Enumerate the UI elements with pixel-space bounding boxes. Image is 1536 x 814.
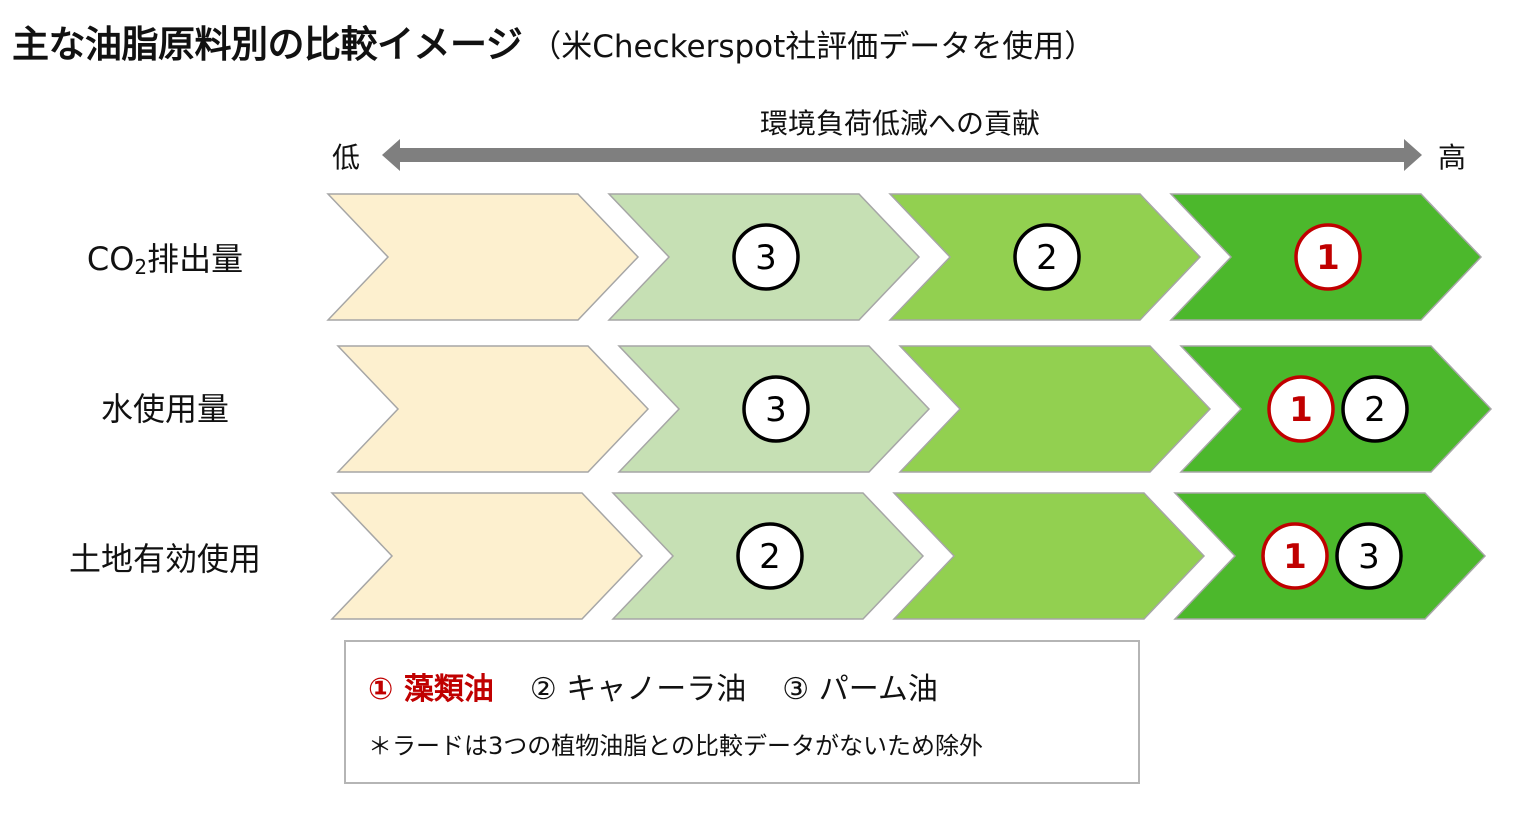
marker-label-land-2: 2 [759,537,781,577]
marker-label-water-2: 2 [1364,390,1386,430]
marker-label-land-3: 3 [1358,537,1380,577]
marker-circle-water-3 [742,375,810,443]
axis-high-label: 高 [1438,141,1467,174]
marker-circle-land-3 [1335,522,1403,590]
marker-circle-land-2 [736,522,804,590]
marker-label-co2-2: 2 [1036,238,1058,278]
marker-circle-water-1 [1267,375,1335,443]
row-label-co2-rest: 排出量 [147,240,244,278]
chevron-land-level-4 [1173,492,1487,620]
legend-item-algae-oil: ① 藻類油 [368,672,494,707]
legend-items: ① 藻類油 ② キャノーラ油 ③ パーム油 [368,664,974,708]
row-label-land: 土地有効使用 [68,540,261,578]
chevron-co2-level-1 [326,193,640,321]
marker-label-land-1: 1 [1283,537,1307,577]
axis-low-label: 低 [332,141,361,174]
page-title: 主な油脂原料別の比較イメージ（米Checkerspot社評価データを使用） [12,14,1095,68]
marker-label-co2-3: 3 [755,238,777,278]
title-main: 主な油脂原料別の比較イメージ [12,23,523,66]
legend-note: ＊ラードは3つの植物油脂との比較データがないため除外 [368,732,984,760]
chevron-water-level-1 [336,345,650,473]
row-label-co2: CO2排出量 [40,234,290,280]
marker-label-co2-1: 1 [1316,238,1340,278]
marker-circle-co2-2 [1013,223,1081,291]
title-sub: （米Checkerspot社評価データを使用） [530,29,1096,65]
legend-item-palm-oil: ③ パーム油 [782,672,938,707]
marker-circle-co2-1 [1294,223,1362,291]
chevron-land-level-1 [330,492,644,620]
marker-circle-land-1 [1261,522,1329,590]
row-label-water: 水使用量 [100,390,229,428]
legend-item-canola-oil: ② キャノーラ油 [529,672,747,707]
row-label-co2-main: CO [86,240,135,278]
marker-circle-water-2 [1341,375,1409,443]
row-label-co2-subscript: 2 [134,255,148,279]
legend-box: ① 藻類油 ② キャノーラ油 ③ パーム油 ＊ラードは3つの植物油脂との比較データが… [344,640,1140,784]
chevron-water-level-3 [898,345,1212,473]
axis-double-arrow [382,139,1422,171]
chevron-water-level-4 [1179,345,1493,473]
axis-title: 環境負荷低減への貢献 [759,107,1040,140]
marker-label-water-3: 3 [765,390,787,430]
marker-label-water-1: 1 [1289,390,1313,430]
chevron-land-level-3 [892,492,1206,620]
marker-circle-co2-3 [732,223,800,291]
